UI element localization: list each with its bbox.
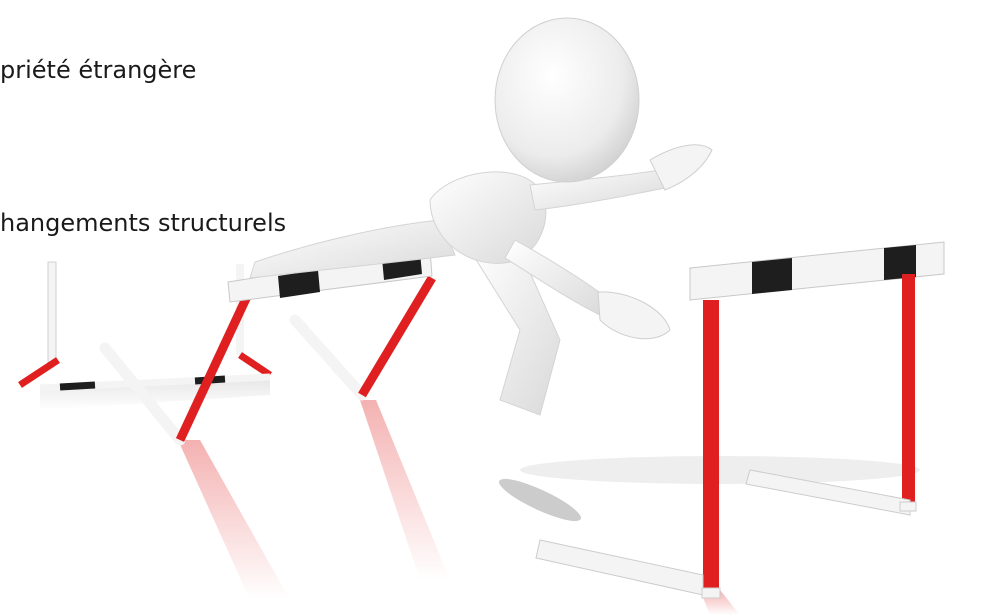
- stick-figure: [249, 17, 713, 416]
- slide-text-line-2: hangements structurels: [0, 209, 287, 237]
- slide-text-line-1: priété étrangère: [0, 56, 197, 84]
- knocked-hurdle: [99, 249, 436, 446]
- floor-reflections: [40, 375, 920, 615]
- front-hurdle: [535, 241, 945, 599]
